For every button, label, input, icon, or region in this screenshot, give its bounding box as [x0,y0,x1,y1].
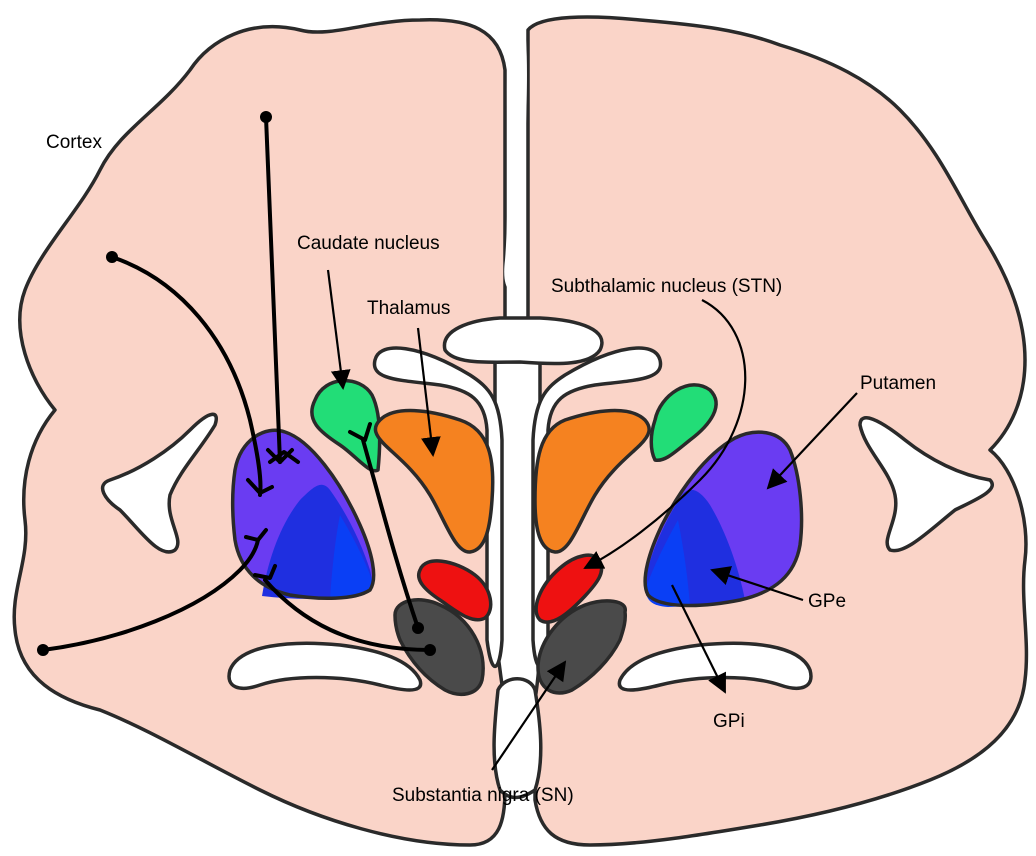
stn-right [534,553,604,624]
cortex-to-putamen-vertical [264,115,282,464]
neural-pathways [37,111,436,656]
pathway-node-sn-lower [424,644,436,656]
pathway-node-sn-upper [412,622,424,634]
pathway-node-cortex-bottom [37,644,49,656]
label-arrows [326,269,858,771]
caudate-nucleus-left [310,378,382,473]
caudate-arrow [326,269,351,390]
cortex-lower-pathway [41,538,260,652]
label-stn: Subthalamic nucleus (STN) [551,276,782,297]
right-lower-ventricle [617,641,813,692]
label-caudate-nucleus: Caudate nucleus [297,233,440,254]
sn-arrow [491,660,567,771]
putamen-to-sn-curve [263,578,432,652]
cortex-to-putamen-curve [110,255,263,497]
label-putamen: Putamen [860,373,936,394]
left-lower-ventricle [227,641,423,692]
stn-arrow [583,299,747,569]
lentiform-nucleus-left [231,428,376,601]
caudate-to-sn [361,438,420,630]
thalamus-right [533,408,651,554]
left-sylvian-fissure [100,412,218,554]
gpe-arrow [710,566,804,602]
label-gpi: GPi [713,711,745,732]
label-substantia-nigra: Substantia nigra (SN) [392,785,574,806]
gpi-arrow [671,584,726,694]
right-sylvian-fissure [858,416,994,553]
caudate-nucleus-right [649,383,718,462]
pathway-node-top [260,111,272,123]
putamen-arrow [766,392,858,490]
longitudinal-fissure [504,40,527,290]
pathway-node-cortex-left [106,251,118,263]
label-thalamus: Thalamus [367,298,450,319]
label-cortex: Cortex [46,132,102,153]
gpi-right [645,520,690,607]
stn-left [417,559,493,622]
gpi-left [330,515,373,598]
thalamus-left [373,408,495,554]
label-gpe: GPe [808,591,846,612]
thalamus-arrow [416,327,441,457]
midline-base-notch [492,677,543,800]
corpus-callosum-gap [442,316,604,366]
